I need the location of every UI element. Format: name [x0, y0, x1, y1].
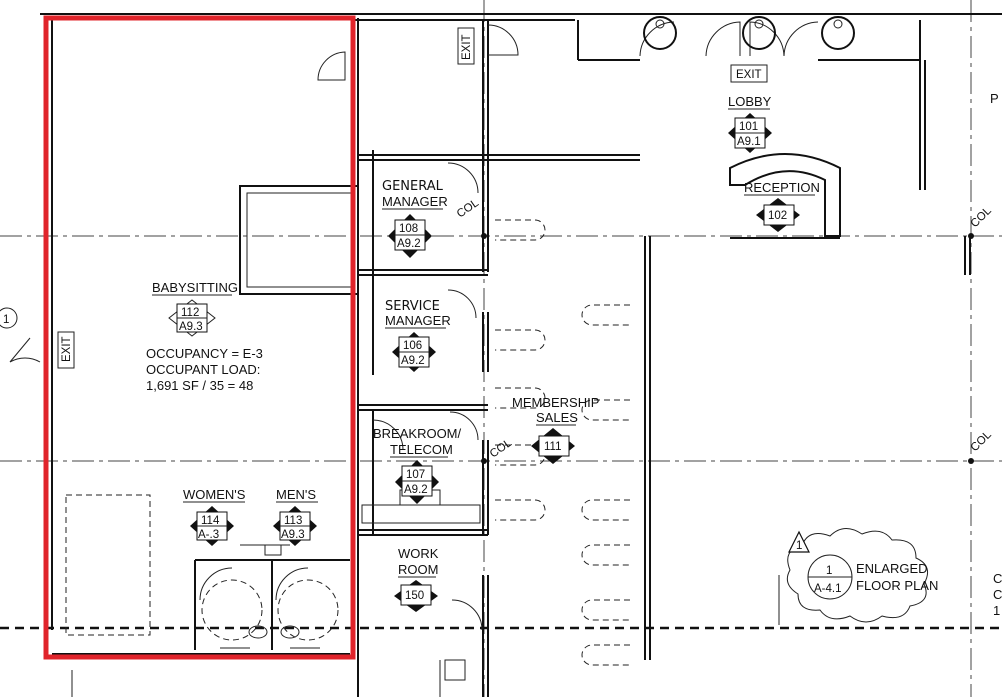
lobby-columns	[643, 16, 855, 50]
service-manager-line1: SERVICE	[385, 299, 440, 314]
exit-sign-lobby: EXIT	[730, 64, 768, 83]
babysitting-sheet: A9.3	[179, 321, 203, 333]
lobby-number: 101	[739, 121, 758, 133]
exit-left-text: EXIT	[61, 336, 73, 362]
general-manager-line2: MANAGER	[382, 194, 448, 209]
reception-number: 102	[768, 210, 787, 222]
room-breakroom-telecom[interactable]: BREAKROOM/ TELECOM 107 A9.2	[373, 426, 462, 504]
grid-bubble: 1	[0, 307, 18, 329]
toilets	[220, 625, 320, 649]
room-mens[interactable]: MEN'S 113 A9.3	[273, 487, 318, 546]
edge-text-c2: C	[993, 587, 1002, 602]
room-work-room[interactable]: WORK ROOM 150	[394, 546, 439, 612]
breakroom-line1: BREAKROOM/	[373, 426, 462, 441]
breakroom-sheet: A9.2	[404, 484, 428, 496]
edge-text-1: 1	[993, 603, 1000, 618]
mens-sheet: A9.3	[281, 529, 305, 541]
babysitting-label: BABYSITTING	[152, 280, 238, 295]
col-label-2: COL	[488, 437, 515, 461]
exit-sign-top: EXIT	[457, 27, 475, 65]
membership-line1: MEMBERSHIP	[512, 395, 599, 410]
room-service-manager[interactable]: SERVICE MANAGER 106 A9.2	[385, 299, 451, 372]
lobby-label: LOBBY	[728, 94, 772, 109]
lobby-sheet: A9.1	[737, 136, 761, 148]
room-babysitting[interactable]: BABYSITTING 112 A9.3 OCCUPANCY = E-3 OCC…	[146, 280, 263, 393]
edge-text: P C C 1	[990, 91, 1002, 618]
breakroom-line2: TELECOM	[390, 442, 453, 457]
membership-number: 111	[544, 441, 561, 453]
room-lobby[interactable]: LOBBY 101 A9.1	[728, 94, 772, 153]
door-swings	[9, 21, 819, 631]
exit-top-text: EXIT	[461, 34, 473, 60]
womens-number: 114	[201, 515, 220, 527]
general-manager-line1: GENERAL	[382, 179, 444, 194]
exit-sign-left: EXIT	[57, 331, 75, 369]
membership-line2: SALES	[536, 410, 578, 425]
reception-desk	[729, 153, 841, 239]
edge-text-p: P	[990, 91, 999, 106]
room-membership-sales[interactable]: MEMBERSHIP SALES 111	[512, 395, 599, 464]
womens-sheet: A-.3	[198, 529, 219, 541]
service-manager-line2: MANAGER	[385, 313, 451, 328]
detail-number: 1	[826, 565, 832, 577]
breakroom-number: 107	[406, 469, 425, 481]
detail-sheet: A-4.1	[814, 583, 842, 595]
room-womens[interactable]: WOMEN'S 114 A-.3	[183, 487, 246, 546]
babysitting-number: 112	[181, 307, 199, 319]
occupant-load-value: 1,691 SF / 35 = 48	[146, 378, 253, 393]
col-label-3: COL	[969, 204, 995, 230]
enlarged-plan-callout[interactable]: 1 1 A-4.1 ENLARGED FLOOR PLAN	[778, 528, 938, 625]
womens-label: WOMEN'S	[183, 487, 246, 502]
work-room-line1: WORK	[398, 546, 439, 561]
mens-number: 113	[284, 515, 302, 527]
work-room-number: 150	[405, 590, 424, 602]
revision-number: 1	[796, 540, 802, 552]
exit-lobby-text: EXIT	[736, 69, 762, 81]
col-label-1: COL	[455, 197, 482, 221]
grid-bubble-text: 1	[3, 314, 9, 326]
room-reception[interactable]: RECEPTION 102	[744, 180, 820, 232]
work-room-line2: ROOM	[398, 562, 438, 577]
occupancy-text: OCCUPANCY = E-3	[146, 346, 263, 361]
callout-title-line2: FLOOR PLAN	[856, 578, 938, 593]
edge-text-c1: C	[993, 571, 1002, 586]
general-manager-number: 108	[399, 223, 418, 235]
callout-title-line1: ENLARGED	[856, 561, 928, 576]
highlight-box	[43, 15, 356, 660]
service-manager-number: 106	[403, 340, 422, 352]
mens-label: MEN'S	[276, 487, 316, 502]
col-label-4: COL	[969, 428, 995, 454]
reception-label: RECEPTION	[744, 180, 820, 195]
occupant-load-label: OCCUPANT LOAD:	[146, 362, 260, 377]
general-manager-sheet: A9.2	[397, 238, 421, 250]
service-manager-sheet: A9.2	[401, 355, 425, 367]
walls	[40, 13, 1002, 697]
room-general-manager[interactable]: GENERAL MANAGER 108 A9.2	[382, 179, 448, 258]
